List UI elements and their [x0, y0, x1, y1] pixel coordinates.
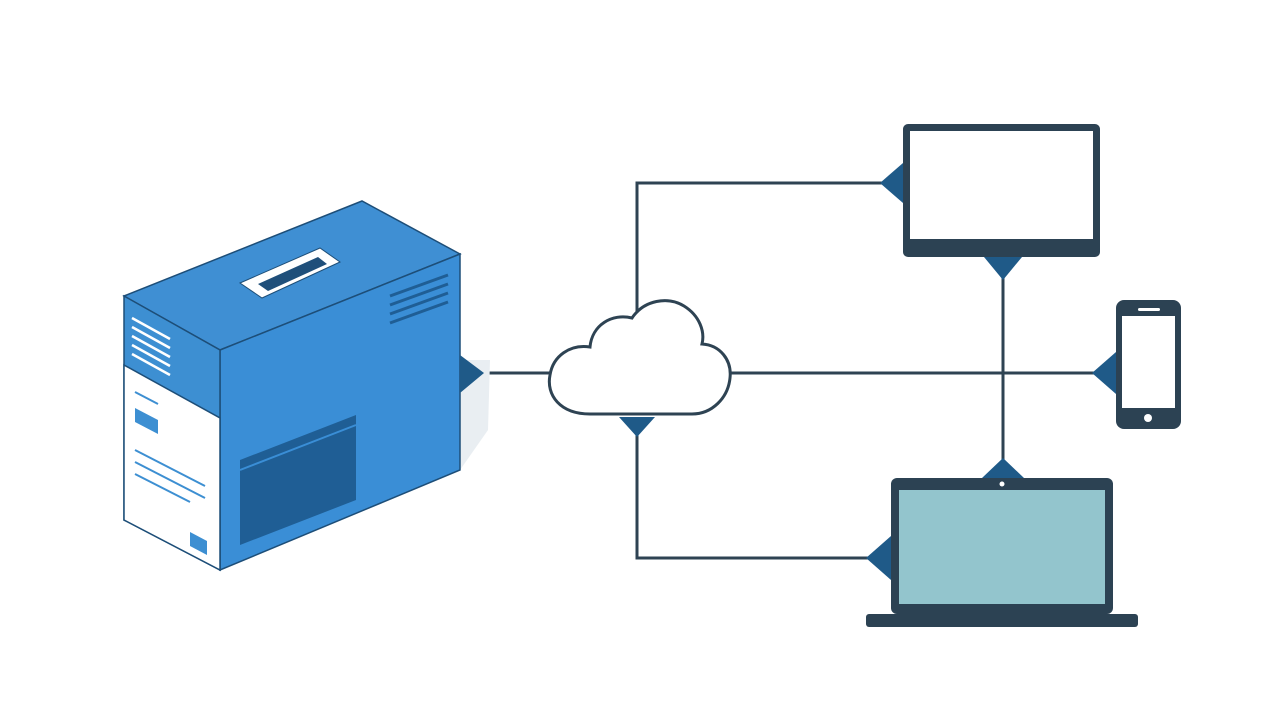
- wire-cloud-monitor: [635, 181, 885, 315]
- server-connector: [460, 355, 484, 393]
- phone-home-button: [1144, 414, 1152, 422]
- server-vents: [389, 273, 449, 325]
- smartphone-icon: [1092, 300, 1181, 429]
- server-front-panel: [240, 415, 356, 545]
- phone-screen: [1122, 316, 1175, 408]
- laptop-icon: [866, 458, 1138, 627]
- server-shadow: [460, 360, 490, 470]
- laptop-base: [866, 614, 1138, 627]
- phone-connector: [1092, 352, 1116, 394]
- laptop-camera: [999, 481, 1005, 487]
- monitor-icon: [880, 124, 1100, 280]
- laptop-connector-left: [866, 536, 891, 580]
- monitor-connector-bottom: [984, 257, 1022, 280]
- monitor-screen: [910, 131, 1093, 239]
- server-box-icon: [122, 200, 490, 572]
- monitor-connector-left: [880, 163, 903, 203]
- server-side-label: [134, 391, 206, 503]
- server-side-vents: [131, 316, 171, 377]
- server-handle-hole: [258, 257, 327, 291]
- cloud-connector: [619, 417, 655, 437]
- cloud-icon: [547, 299, 732, 437]
- wire-cloud-laptop: [635, 430, 880, 560]
- server-side-badge-small: [190, 532, 207, 555]
- connection-lines: [480, 181, 1100, 560]
- laptop-connector-top: [982, 458, 1024, 478]
- server-side-badge: [135, 408, 158, 434]
- laptop-screen: [899, 490, 1105, 604]
- cloud-shape: [547, 299, 732, 416]
- phone-speaker: [1138, 308, 1160, 311]
